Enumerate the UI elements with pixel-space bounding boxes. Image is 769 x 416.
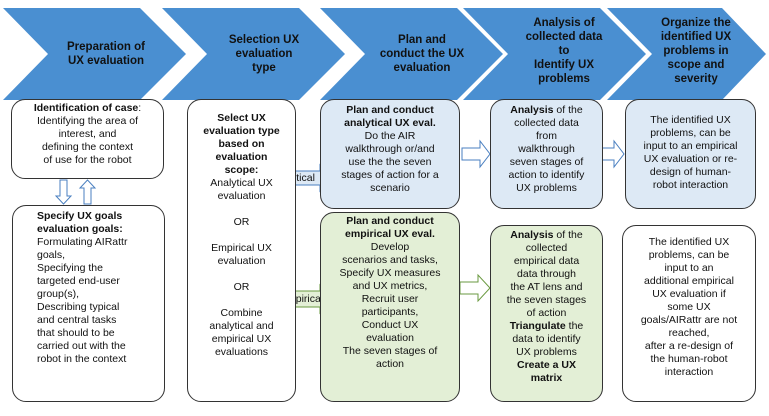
- stage-chevrons: [3, 8, 766, 100]
- down-arrow: [54, 179, 73, 205]
- or-separator-1: OR: [233, 216, 250, 228]
- or-separator-2: OR: [233, 281, 250, 293]
- select-ux-evaluation-type-box: Select UX evaluation type based on evalu…: [187, 99, 296, 402]
- stage-1-label: Preparation of UX evaluation: [67, 41, 145, 67]
- organize-empirical-box: The identified UX problems, can be input…: [622, 225, 756, 402]
- plan-analytical-box: Plan and conduct analytical UX eval. Do …: [320, 99, 460, 209]
- analysis-empirical-box: Analysis of the collected empirical data…: [490, 225, 603, 402]
- chevron-stage-4: [463, 8, 646, 100]
- analysis-analytical-box: Analysis of the collected data from walk…: [490, 99, 603, 209]
- stage-2-label: Selection UX evaluation type: [228, 34, 300, 74]
- specify-ux-goals-box: Specify UX goals evaluation goals: Formu…: [12, 205, 165, 402]
- up-arrow: [78, 179, 97, 205]
- stage-4-label: Analysis of collected data to Identify U…: [525, 17, 603, 85]
- arrow-plan-to-analysis-empirical: [459, 273, 491, 303]
- arrow-plan-to-analysis-analytical: [461, 139, 491, 169]
- chevron-stage-3: [320, 8, 503, 100]
- plan-empirical-box: Plan and conduct empirical UX eval. Deve…: [320, 212, 460, 402]
- arrow-analysis-to-organize: [601, 139, 625, 169]
- organize-analytical-box: The identified UX problems, can be input…: [625, 99, 756, 209]
- chevron-stage-5: [607, 8, 766, 100]
- chevron-stage-1: [3, 8, 186, 100]
- chevron-stage-2: [162, 8, 345, 100]
- stage-5-label: Organize the identified UX problems in s…: [660, 17, 732, 85]
- identification-of-case-box: Identification of case: Identifying the …: [11, 99, 164, 179]
- stage-3-label: Plan and conduct the UX evaluation: [379, 34, 465, 74]
